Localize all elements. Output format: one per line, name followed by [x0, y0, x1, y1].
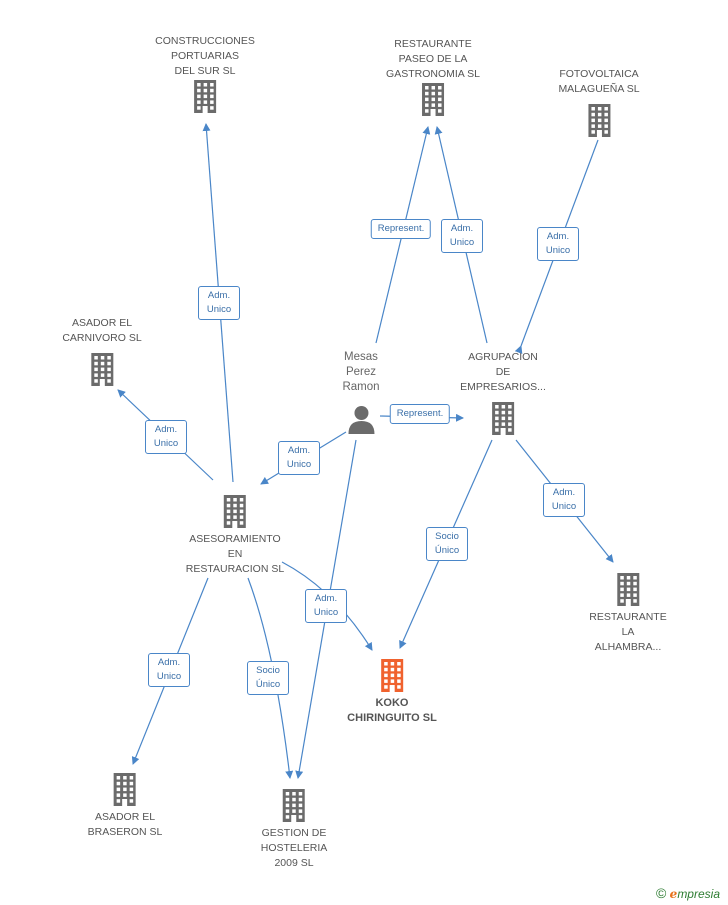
relation-badge[interactable]: Socio Único [247, 661, 289, 695]
relation-badge[interactable]: Socio Único [426, 527, 468, 561]
relation-badge[interactable]: Represent. [389, 404, 451, 424]
relation-badge[interactable]: Adm. Unico [537, 227, 579, 261]
brand-e: e [669, 887, 678, 901]
node-label: RESTAURANTE PASEO DE LA GASTRONOMIA SL [386, 38, 480, 80]
relation-badge[interactable]: Adm. Unico [543, 483, 585, 517]
node-asador-braseron[interactable]: ASADOR EL BRASERON SL [87, 772, 163, 840]
node-label: CONSTRUCCIONES PORTUARIAS DEL SUR SL [155, 35, 255, 77]
building-icon [380, 659, 403, 692]
relation-badge[interactable]: Adm. Unico [305, 589, 347, 623]
building-icon [113, 773, 136, 806]
node-construcciones[interactable]: CONSTRUCCIONES PORTUARIAS DEL SUR SL [155, 34, 255, 113]
node-restaurante-alhambra[interactable]: RESTAURANTE LA ALHAMBRA... [589, 572, 667, 655]
relation-badge[interactable]: Adm. Unico [148, 653, 190, 687]
building-icon [492, 402, 514, 435]
relation-badge[interactable]: Adm. Unico [145, 420, 187, 454]
building-icon [283, 789, 305, 822]
node-agrupacion[interactable]: AGRUPACION DE EMPRESARIOS... [460, 350, 546, 435]
relation-badge[interactable]: Adm. Unico [278, 441, 320, 475]
node-gestion-hosteleria[interactable]: GESTION DE HOSTELERIA 2009 SL [260, 788, 328, 871]
relation-badge[interactable]: Adm. Unico [198, 286, 240, 320]
relation-badge[interactable]: Represent. [370, 219, 432, 239]
node-label: AGRUPACION DE EMPRESARIOS... [460, 351, 546, 393]
node-mesas-perez-ramon[interactable]: Mesas Perez Ramon [342, 350, 380, 435]
node-label: RESTAURANTE LA ALHAMBRA... [589, 611, 667, 653]
node-label: Mesas Perez Ramon [342, 351, 380, 393]
node-koko-chiringuito[interactable]: KOKO CHIRINGUITO SL [347, 658, 437, 726]
node-asador-carnivoro[interactable]: ASADOR EL CARNIVORO SL [62, 316, 142, 386]
building-icon [422, 83, 444, 116]
node-label: GESTION DE HOSTELERIA 2009 SL [260, 827, 328, 869]
node-label: ASADOR EL BRASERON SL [87, 811, 163, 838]
node-label: ASESORAMIENTO EN RESTAURACION SL [185, 533, 285, 575]
building-icon [90, 353, 113, 386]
node-label: ASADOR EL CARNIVORO SL [62, 317, 142, 344]
node-asesoramiento[interactable]: ASESORAMIENTO EN RESTAURACION SL [186, 494, 284, 577]
node-label: FOTOVOLTAICA MALAGUEÑA SL [558, 68, 640, 95]
copyright-symbol: © [656, 885, 667, 901]
brand-rest: mpresia [677, 887, 720, 901]
brand-watermark: © empresia [656, 885, 720, 901]
person-icon [347, 406, 374, 434]
building-icon [588, 104, 610, 137]
building-icon [617, 573, 639, 606]
relation-badge[interactable]: Adm. Unico [441, 219, 483, 253]
node-label: KOKO CHIRINGUITO SL [347, 697, 437, 724]
node-restaurante-paseo[interactable]: RESTAURANTE PASEO DE LA GASTRONOMIA SL [386, 37, 480, 116]
node-fotovoltaica[interactable]: FOTOVOLTAICA MALAGUEÑA SL [558, 67, 640, 137]
building-icon [193, 80, 216, 113]
building-icon [223, 495, 246, 528]
